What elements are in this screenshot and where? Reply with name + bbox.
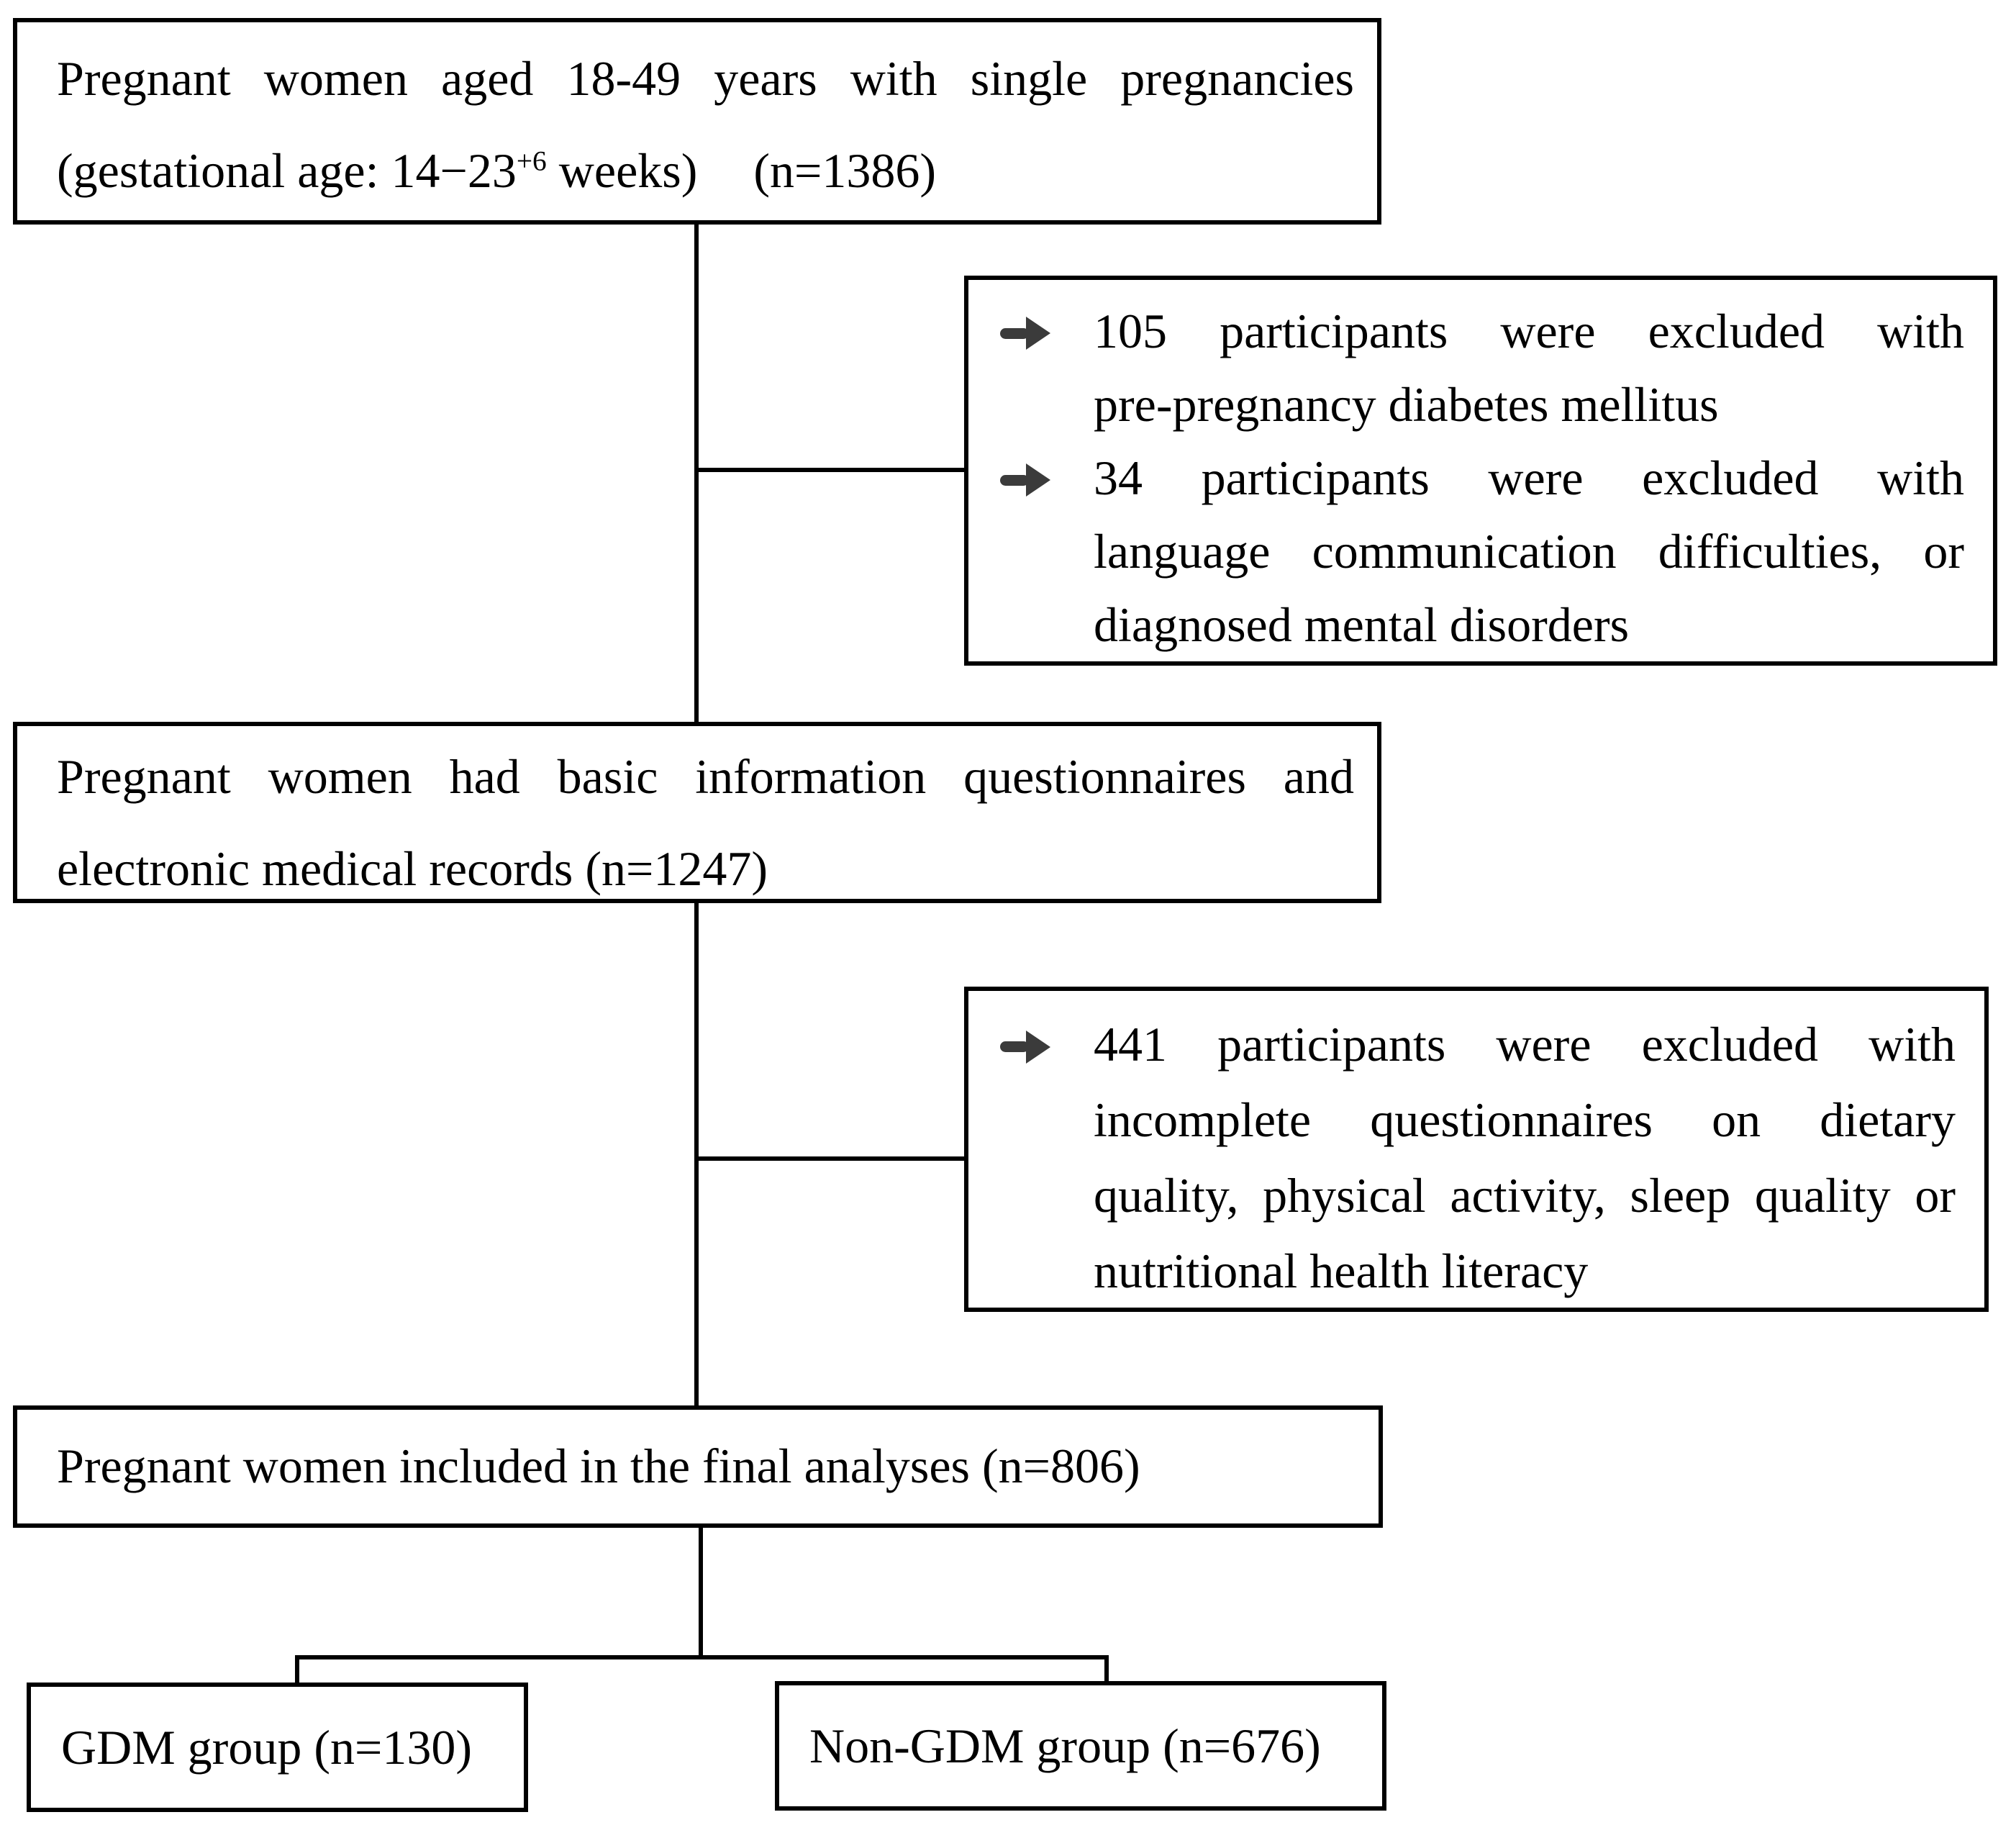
eligible-line-2: (gestational age: 14−23+6 weeks) (n=1386) (57, 124, 1354, 217)
gestational-age-close: weeks) (546, 143, 698, 198)
box-gdm-group: GDM group (n=130) (27, 1683, 528, 1812)
exclusion-line: 441 participants were excluded with (1094, 1017, 1956, 1072)
connector-stem-3 (699, 1528, 703, 1659)
box-non-gdm-group: Non-GDM group (n=676) (775, 1681, 1386, 1811)
connector-stem-2 (694, 903, 699, 1405)
connector-branch-exclusion-1 (694, 468, 964, 472)
exclusion-item-language-mental: 34 participants were excluded with langu… (1000, 441, 1964, 661)
arrow-icon (1000, 463, 1050, 497)
connector-drop-gdm (295, 1655, 299, 1685)
exclusion-item-text: 105 participants were excluded with pre-… (1094, 294, 1964, 441)
exclusion-item-text: 34 participants were excluded with langu… (1094, 441, 1964, 661)
non-gdm-group-label: Non-GDM group (n=676) (809, 1718, 1321, 1773)
gestational-age-text: (gestational age: 14−23 (57, 143, 517, 198)
connector-stem-1 (694, 225, 699, 722)
exclusion-item-incomplete: 441 participants were excluded with inco… (1000, 1007, 1956, 1309)
exclusion-line: nutritional health literacy (1094, 1244, 1589, 1298)
eligible-line-1: Pregnant women aged 18-49 years with sin… (57, 51, 1354, 106)
box-eligible-population: Pregnant women aged 18-49 years with sin… (13, 18, 1381, 225)
final-analyses-line: Pregnant women included in the final ana… (57, 1439, 1140, 1493)
box-final-analyses: Pregnant women included in the final ana… (13, 1405, 1383, 1528)
box-questionnaires-records: Pregnant women had basic information que… (13, 722, 1381, 903)
arrow-head (1026, 1030, 1050, 1064)
arrow-head (1026, 463, 1050, 497)
exclusion-line: pre-pregnancy diabetes mellitus (1094, 377, 1719, 432)
gestational-weeks-superscript: +6 (516, 145, 547, 177)
exclusion-line: 105 participants were excluded with (1094, 304, 1964, 358)
connector-branch-exclusion-2 (694, 1156, 964, 1161)
arrow-head (1026, 317, 1050, 350)
exclusion-line: quality, physical activity, sleep qualit… (1094, 1168, 1956, 1223)
exclusion-line: 34 participants were excluded with (1094, 450, 1964, 505)
eligible-n-count: (n=1386) (753, 143, 936, 198)
arrow-icon-cell (1000, 1007, 1094, 1082)
exclusion-item-diabetes: 105 participants were excluded with pre-… (1000, 294, 1964, 441)
arrow-shaft (1000, 327, 1029, 339)
gdm-group-label: GDM group (n=130) (61, 1720, 472, 1775)
arrow-icon-cell (1000, 441, 1094, 515)
box-exclusion-initial: 105 participants were excluded with pre-… (964, 276, 1997, 666)
arrow-shaft (1000, 474, 1029, 486)
questionnaires-line-2: electronic medical records (n=1247) (57, 841, 768, 896)
connector-drop-non-gdm (1104, 1655, 1109, 1684)
arrow-icon-cell (1000, 294, 1094, 368)
arrow-shaft (1000, 1041, 1029, 1052)
exclusion-line: language communication difficulties, or (1094, 524, 1964, 579)
exclusion-line: incomplete questionnaires on dietary (1094, 1092, 1956, 1147)
questionnaires-line-1: Pregnant women had basic information que… (57, 749, 1354, 804)
connector-split-bar (295, 1655, 1109, 1659)
exclusion-item-text: 441 participants were excluded with inco… (1094, 1007, 1956, 1309)
exclusion-line: diagnosed mental disorders (1094, 597, 1630, 652)
box-exclusion-incomplete: 441 participants were excluded with inco… (964, 987, 1989, 1312)
arrow-icon (1000, 1030, 1050, 1064)
arrow-icon (1000, 317, 1050, 350)
